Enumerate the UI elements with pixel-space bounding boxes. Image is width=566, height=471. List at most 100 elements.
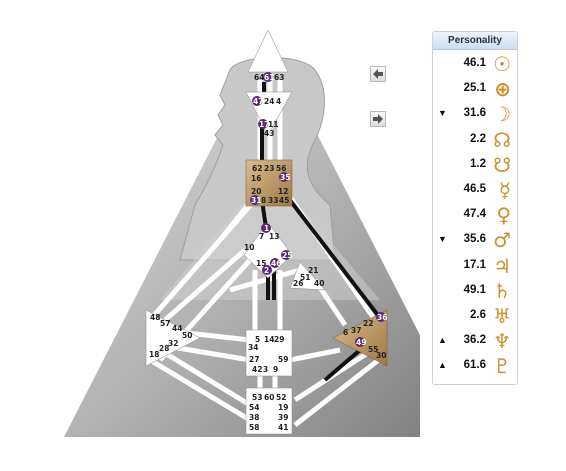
gate-label: 50 xyxy=(182,331,192,340)
gate-label: 6 xyxy=(343,328,348,337)
gate-label: 48 xyxy=(150,313,160,322)
gate-label: 58 xyxy=(249,423,259,432)
gate-label: 1 xyxy=(264,224,269,233)
gate-label: 52 xyxy=(276,393,286,402)
direction-arrow: ▲ xyxy=(438,335,447,346)
root-center[interactable] xyxy=(245,387,293,435)
gate-label: 9 xyxy=(273,365,278,374)
personality-panel: Personality 46.1☉25.1⊕▼31.6☽2.2☊1.2☋46.5… xyxy=(432,31,518,385)
gate-label: 15 xyxy=(256,259,266,268)
earth-icon: ⊕ xyxy=(494,77,511,102)
panel-title: Personality xyxy=(433,32,517,50)
gate-label: 26 xyxy=(293,279,303,288)
gate-line-value: 36.2 xyxy=(463,334,486,347)
south-node-icon: ☋ xyxy=(493,152,511,177)
venus-icon: ♀ xyxy=(496,203,511,228)
gate-label: 7 xyxy=(259,232,264,241)
planet-row[interactable]: ▲61.6♇ xyxy=(433,354,517,379)
gate-label: 4 xyxy=(276,97,281,106)
gate-label: 39 xyxy=(278,413,288,422)
gate-line-value: 47.4 xyxy=(463,208,486,221)
head-center[interactable] xyxy=(247,29,289,73)
gate-label: 20 xyxy=(251,187,261,196)
bodygraph-chart: 64 61 63 47 24 4 17 11 43 62 23 56 16 35… xyxy=(64,29,472,437)
gate-label: 18 xyxy=(149,350,159,359)
north-node-icon: ☊ xyxy=(493,127,511,152)
spleen-center[interactable] xyxy=(145,309,201,367)
pluto-icon: ♇ xyxy=(493,354,511,379)
gate-label: 21 xyxy=(308,266,318,275)
gate-line-value: 1.2 xyxy=(470,157,486,170)
gate-label: 51 xyxy=(300,273,310,282)
active-gate-markers xyxy=(250,72,386,347)
sacral-center[interactable] xyxy=(245,329,293,377)
planet-row[interactable]: ▲ 36.2 ♆ xyxy=(433,329,517,354)
sun-icon: ☉ xyxy=(493,52,511,76)
planet-row[interactable]: 2.6♅ xyxy=(433,305,517,327)
gate-label: 37 xyxy=(351,326,361,335)
arrow-left-icon xyxy=(373,69,383,79)
neptune-icon: ♆ xyxy=(493,329,511,354)
gate-label: 34 xyxy=(248,343,258,352)
gate-label: 41 xyxy=(278,423,288,432)
planet-row[interactable]: ▼ 31.6 ☽ xyxy=(433,102,517,127)
gate-label: 31 xyxy=(251,196,261,205)
gate-label: 19 xyxy=(278,403,288,412)
gate-label: 11 xyxy=(268,120,278,129)
gate-label: 5 xyxy=(255,335,260,344)
gate-label: 24 xyxy=(264,97,274,106)
direction-arrow: ▼ xyxy=(438,108,447,119)
gate-labels: 64 61 63 47 24 4 17 11 43 62 23 56 16 35… xyxy=(149,73,387,432)
gate-label: 10 xyxy=(244,243,254,252)
gate-label: 63 xyxy=(274,73,284,82)
gate-label: 12 xyxy=(278,187,288,196)
gate-line-value: 49.1 xyxy=(463,283,486,296)
planet-row[interactable]: 2.2 ☊ xyxy=(433,127,517,152)
gate-label: 29 xyxy=(274,335,284,344)
moon-icon: ☽ xyxy=(493,102,511,127)
gate-label: 62 xyxy=(252,164,262,173)
gate-label: 2 xyxy=(264,266,269,275)
planet-row[interactable]: 17.1♃ xyxy=(433,255,517,277)
gate-label: 3 xyxy=(263,365,268,374)
gate-label: 35 xyxy=(280,173,290,182)
planet-row[interactable]: 1.2 ☋ xyxy=(433,152,517,177)
gate-label: 43 xyxy=(264,129,274,138)
next-button[interactable] xyxy=(370,111,386,127)
direction-arrow: ▼ xyxy=(438,234,447,245)
planet-row[interactable]: 47.4 ♀ xyxy=(433,203,517,228)
gate-label: 57 xyxy=(160,319,170,328)
gate-label: 38 xyxy=(249,413,259,422)
saturn-icon: ♄ xyxy=(493,278,511,303)
g-center[interactable] xyxy=(243,221,293,279)
gate-line-value: 46.5 xyxy=(463,183,486,195)
gate-label: 17 xyxy=(259,120,269,129)
gate-label: 47 xyxy=(253,97,263,106)
planet-row[interactable]: ▼35.6♂ xyxy=(433,228,517,253)
gate-label: 56 xyxy=(276,164,286,173)
gate-label: 49 xyxy=(356,338,366,347)
gate-label: 30 xyxy=(376,351,386,360)
gate-label: 59 xyxy=(278,355,288,364)
gate-label: 46 xyxy=(271,259,281,268)
gate-line-value: 2.2 xyxy=(470,132,486,145)
planet-row[interactable]: 25.1⊕ xyxy=(433,77,517,102)
gate-line-value: 17.1 xyxy=(463,258,486,271)
gate-label: 61 xyxy=(264,73,274,82)
previous-button[interactable] xyxy=(370,66,386,82)
gate-label: 60 xyxy=(264,393,274,402)
gate-label: 36 xyxy=(377,313,387,322)
gate-label: 28 xyxy=(159,344,169,353)
mars-icon: ♂ xyxy=(493,228,511,253)
throat-center[interactable] xyxy=(245,159,293,207)
gate-label: 40 xyxy=(314,279,324,288)
arrow-right-icon xyxy=(373,114,383,124)
planet-row[interactable]: 46.5☿ xyxy=(433,179,517,201)
gate-line-value: 31.6 xyxy=(463,107,486,120)
gate-label: 42 xyxy=(252,365,262,374)
ego-center[interactable] xyxy=(289,261,326,291)
planet-row[interactable]: 49.1 ♄ xyxy=(433,278,517,303)
gate-label: 14 xyxy=(264,335,274,344)
gate-label: 45 xyxy=(279,196,289,205)
planet-row[interactable]: 46.1☉ xyxy=(433,52,517,76)
